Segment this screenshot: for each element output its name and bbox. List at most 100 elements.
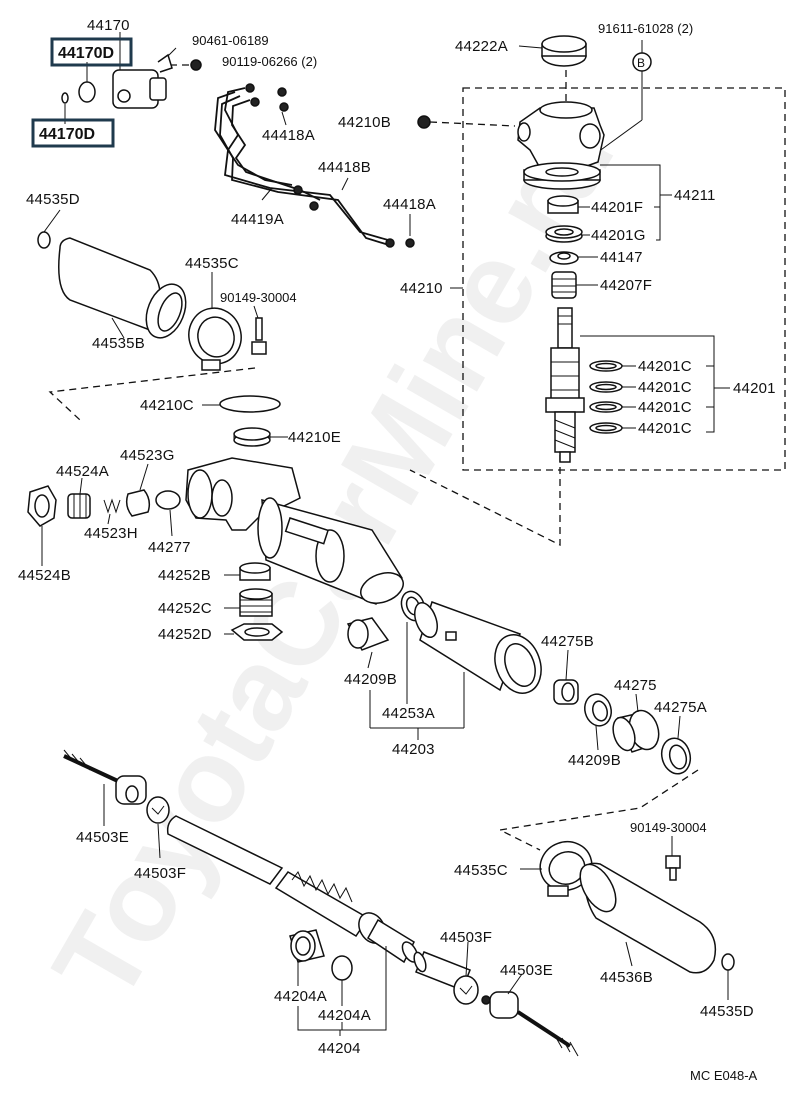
part-label-44523G: 44523G: [120, 447, 175, 464]
diagram-code: MC E048-A: [690, 1068, 758, 1083]
part-label-44275B: 44275B: [541, 633, 594, 650]
part-label-44203: 44203: [392, 741, 435, 758]
part-label-44252B: 44252B: [158, 567, 211, 584]
part-label-44222A: 44222A: [455, 38, 508, 55]
snap-ring-44275A-icon: [660, 737, 692, 775]
part-label-44204: 44204: [318, 1040, 361, 1057]
bolt-90149-bottom-icon: [665, 855, 681, 881]
part-label-44536B: 44536B: [600, 969, 653, 986]
o-ring-44210C-icon: [219, 395, 281, 413]
part-label-44524B: 44524B: [18, 567, 71, 584]
part-label-44503E-left: 44503E: [76, 829, 129, 846]
boot-group-dash-left: [48, 367, 256, 421]
bolt-90149-top-icon: [251, 317, 267, 355]
part-label-44207F: 44207F: [600, 277, 652, 294]
valve-assembly-group-box: [462, 87, 786, 471]
part-label-44210E: 44210E: [288, 429, 341, 446]
part-label-44275: 44275: [614, 677, 657, 694]
part-label-44418A-top: 44418A: [262, 127, 315, 144]
boot-clamp-44535C-icon: [188, 307, 242, 371]
part-label-44418B: 44418B: [318, 159, 371, 176]
pressure-valve-assembly-icon: [61, 53, 202, 109]
part-label-44524A: 44524A: [56, 463, 109, 480]
lock-washer-44503F-right-icon: [453, 975, 479, 1005]
steering-gear-housing-icon: [185, 457, 404, 605]
part-label-44210B: 44210B: [338, 114, 391, 131]
part-label-44201C-3: 44201C: [638, 399, 692, 416]
bolt-44210B-icon: [417, 115, 431, 129]
part-label-44210: 44210: [400, 280, 443, 297]
bushing-44210E-icon: [233, 427, 271, 447]
valve-housing-44211-icon: [517, 101, 605, 190]
highlight-box-44170D-top: [50, 37, 133, 67]
part-label-90149-30004-top: 90149-30004: [220, 290, 297, 305]
part-label-91611-61028: 91611-61028 (2): [598, 21, 693, 36]
lock-washer-44503F-left-icon: [146, 796, 170, 824]
part-label-44201G: 44201G: [591, 227, 646, 244]
part-label-44170D-bottom[interactable]: 44170D: [39, 126, 95, 143]
dust-seal-44222A-icon: [541, 35, 587, 67]
part-label-90461-06189: 90461-06189: [192, 33, 269, 48]
locknut-44524B-icon: [27, 485, 57, 527]
reference-mark-b: B: [637, 56, 645, 70]
part-label-44253A: 44253A: [382, 705, 435, 722]
adjusting-plug-44252C-icon: [239, 588, 273, 617]
part-label-44252C: 44252C: [158, 600, 212, 617]
part-label-90119-06266: 90119-06266 (2): [222, 54, 317, 69]
oil-seal-44201G-icon: [545, 225, 583, 243]
bracket-44211: [600, 164, 661, 241]
part-label-44535B: 44535B: [92, 335, 145, 352]
steering-rack-icon: [166, 815, 419, 964]
part-label-44147: 44147: [600, 249, 643, 266]
tie-rod-end-44503E-right-icon: [481, 991, 579, 1057]
part-label-44201F: 44201F: [591, 199, 643, 216]
part-label-44535C-bottom: 44535C: [454, 862, 508, 879]
part-label-44503F-left: 44503F: [134, 865, 186, 882]
part-label-44201C-4: 44201C: [638, 420, 692, 437]
seal-44147-icon: [549, 251, 579, 265]
locknut-44252D-icon: [230, 623, 284, 641]
seal-rings-44201C-icon: [589, 360, 623, 434]
bushing-44275B-icon: [553, 679, 579, 705]
part-label-44523H: 44523H: [84, 525, 138, 542]
part-label-44211: 44211: [674, 187, 716, 204]
boot-44535B-icon: [37, 231, 187, 339]
part-label-44275A: 44275A: [654, 699, 707, 716]
part-label-44210C: 44210C: [140, 397, 194, 414]
part-label-44204A-left: 44204A: [274, 988, 327, 1005]
boot-44536B-icon: [579, 862, 735, 974]
highlight-box-44170D-bottom: [31, 118, 115, 148]
o-ring-44204A-icon: [331, 955, 353, 981]
seal-44209B-right-icon: [584, 693, 612, 727]
rack-guide-44523G-icon: [125, 489, 151, 517]
part-label-44277: 44277: [148, 539, 191, 556]
locknut-44252B-icon: [239, 562, 271, 581]
bushing-44204A-icon: [289, 929, 325, 963]
part-label-44535C-top: 44535C: [185, 255, 239, 272]
part-label-44170: 44170: [87, 17, 130, 34]
bracket-44201: [580, 335, 715, 433]
part-label-44535D-top: 44535D: [26, 191, 80, 208]
part-label-44170D-top[interactable]: 44170D: [58, 45, 114, 62]
cylinder-tube-44203-icon: [414, 601, 542, 694]
tie-rod-end-44503E-left-icon: [63, 749, 147, 805]
plug-44524A-icon: [67, 493, 91, 519]
part-label-44503E-right: 44503E: [500, 962, 553, 979]
valve-to-housing-dash: [409, 455, 561, 547]
part-label-44201C-2: 44201C: [638, 379, 692, 396]
spring-44523H-icon: [103, 498, 121, 514]
part-label-44503F-right: 44503F: [440, 929, 492, 946]
part-label-44201: 44201: [733, 380, 776, 397]
bushing-44275-icon: [612, 709, 660, 753]
control-valve-pinion-44201-icon: [545, 307, 585, 463]
part-label-44535D-bottom: 44535D: [700, 1003, 754, 1020]
hydraulic-pipes-icon: [214, 83, 415, 248]
oil-seal-44201F-icon: [547, 195, 579, 214]
bolt-to-valve-dash: [429, 121, 516, 127]
bearing-44207F-icon: [551, 271, 577, 299]
part-label-44204A-right: 44204A: [318, 1007, 371, 1024]
boot-clamp-44535C-bottom-icon: [539, 841, 593, 897]
part-label-44209B-right: 44209B: [568, 752, 621, 769]
bushing-44209B-icon: [346, 617, 390, 651]
